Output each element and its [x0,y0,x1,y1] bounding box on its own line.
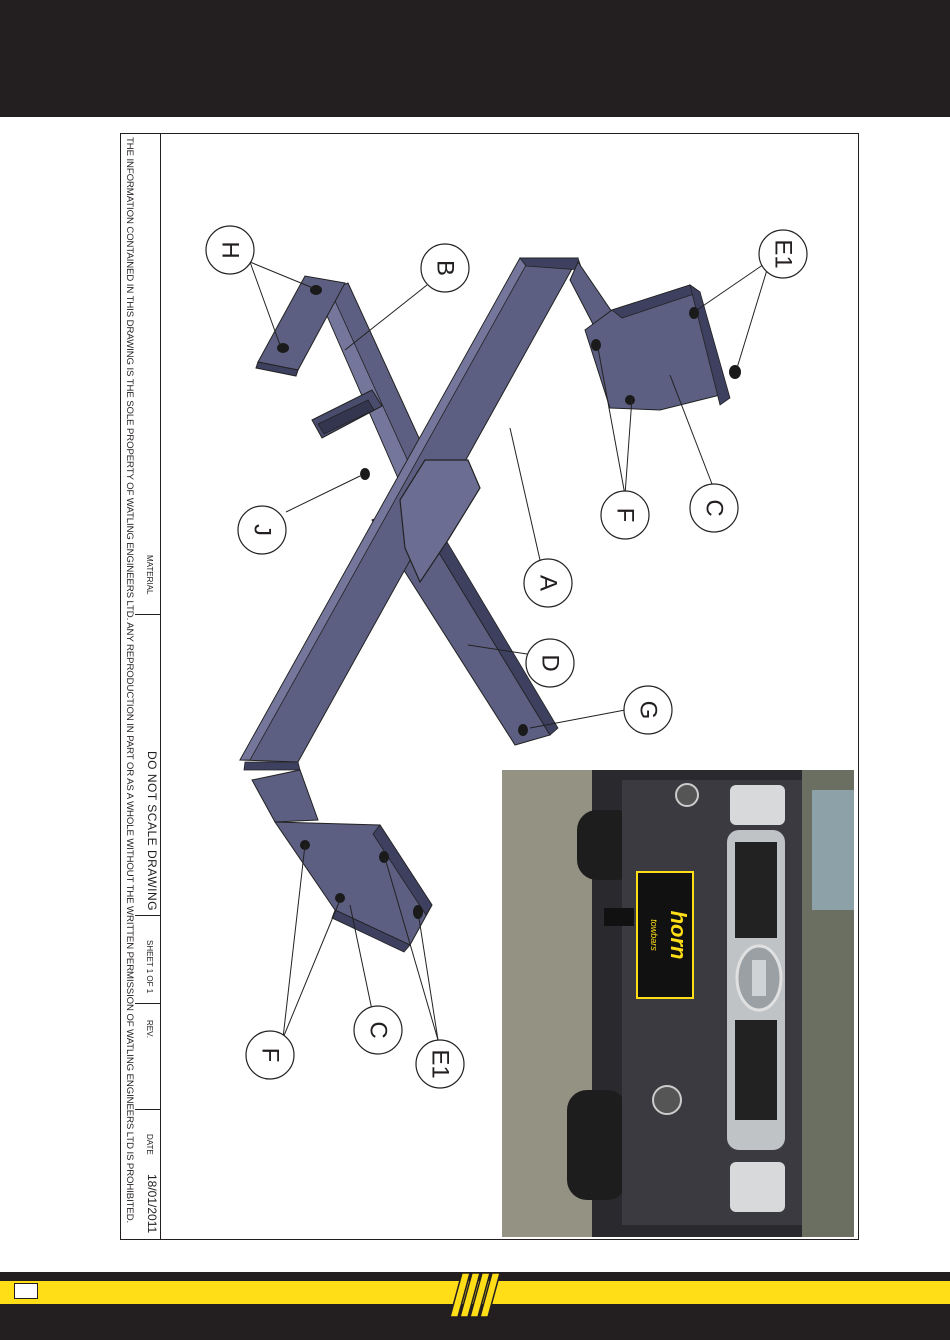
callout-e1-upper: E1 [770,239,797,268]
part-c-lower-bracket [274,821,433,953]
drawing-frame: THE INFORMATION CONTAINED IN THIS DRAWIN… [120,133,859,1240]
title-block-divider [135,1109,161,1110]
header-band [0,0,950,117]
logo-subtext: towbars [649,919,659,951]
callout-d: D [537,654,564,671]
part-a-main-beam [239,257,613,823]
horn-logo: horn towbars [649,911,691,960]
callout-h: H [217,241,244,258]
title-block: THE INFORMATION CONTAINED IN THIS DRAWIN… [121,134,161,1239]
part-b-receiver-tube [311,282,431,479]
vehicle-photo: horn towbars [502,770,854,1237]
title-block-divider [135,614,161,615]
title-block-divider [135,1003,161,1004]
callout-c-upper: C [701,499,728,516]
callout-a: A [535,575,562,591]
title-block-divider [135,915,161,916]
callout-f-lower: F [257,1048,284,1063]
callout-f-upper: F [612,508,639,523]
callout-c-lower: C [365,1021,392,1038]
callout-markers [205,225,808,1089]
callout-b: B [432,260,459,276]
callout-g: G [635,701,662,720]
callout-e1-lower: E1 [427,1049,454,1078]
horn-chevron-logo [449,1272,501,1318]
logo-text: horn [666,911,691,960]
leader-lines [249,259,771,1041]
page-number-box [14,1283,38,1299]
part-c-upper-bracket [584,284,741,411]
callout-j: J [249,524,276,536]
